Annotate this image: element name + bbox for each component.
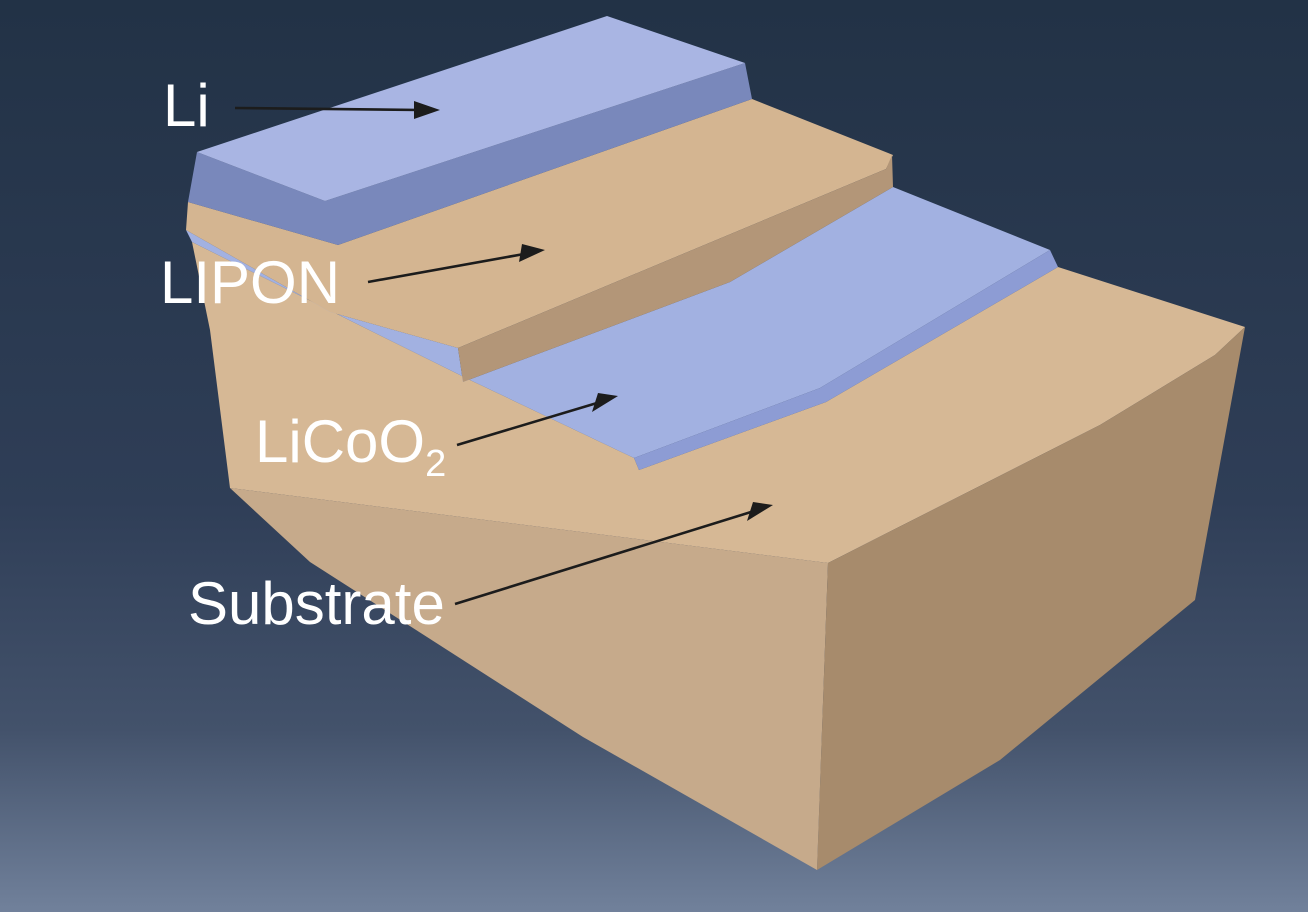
licoo2-label-subscript: 2 xyxy=(425,443,446,485)
lipon-edge-face xyxy=(458,155,893,382)
substrate-arrowhead-icon xyxy=(747,502,773,521)
substrate-arrow xyxy=(454,502,773,606)
substrate-top-face xyxy=(192,242,1245,563)
li-arrowhead-icon xyxy=(414,101,440,119)
lipon-arrowhead-icon xyxy=(519,244,545,262)
substrate-front-left-face xyxy=(230,488,828,870)
licoo2-label-main: LiCoO xyxy=(255,408,425,475)
licoo2-arrowhead-icon xyxy=(592,393,618,412)
li-top-face xyxy=(197,16,745,201)
li-edge-face xyxy=(188,63,752,245)
lipon-arrow xyxy=(367,244,545,284)
substrate-front-right-face xyxy=(817,327,1245,870)
li-arrow xyxy=(234,101,440,119)
licoo2-top-face xyxy=(186,187,1050,458)
substrate-label: Substrate xyxy=(188,570,445,637)
licoo2-label: LiCoO2 xyxy=(255,408,446,485)
li-label: Li xyxy=(163,72,210,139)
lipon-top-face xyxy=(186,99,893,348)
lipon-label: LIPON xyxy=(160,249,340,316)
licoo2-edge-face xyxy=(634,250,1058,470)
licoo2-arrow xyxy=(456,393,618,447)
